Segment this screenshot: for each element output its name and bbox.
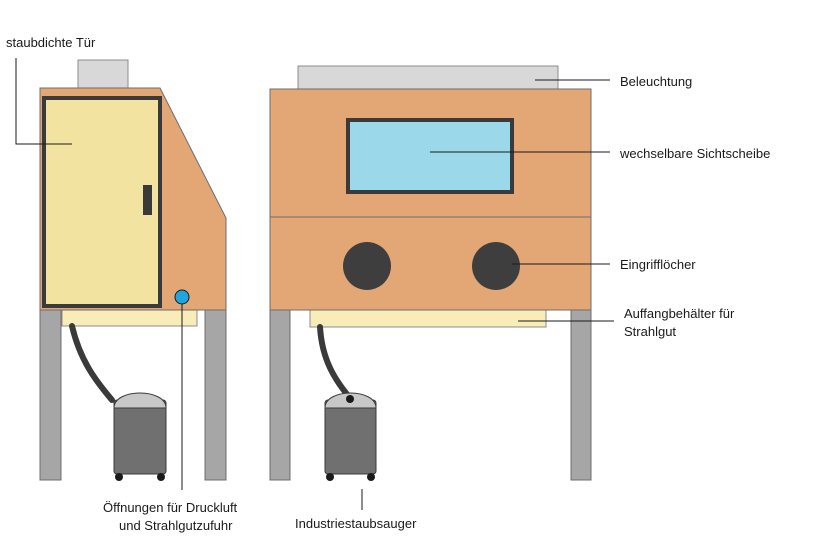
- label-openings-line2: und Strahlgutzufuhr: [119, 518, 233, 533]
- side-view: [39, 59, 227, 481]
- side-lamp-housing: [77, 59, 129, 91]
- viewing-window: [346, 118, 514, 194]
- label-glove-holes: Eingrifflöcher: [620, 257, 696, 272]
- side-vacuum-hose: [69, 323, 115, 403]
- front-leg-right: [570, 309, 592, 481]
- label-collector-line1: Auffangbehälter für: [624, 306, 735, 321]
- glove-hole-right: [472, 242, 520, 290]
- dust-tight-door: [42, 96, 162, 308]
- label-openings-line1: Öffnungen für Druckluft: [103, 500, 238, 515]
- glove-hole-left: [343, 242, 391, 290]
- door-leader: [15, 58, 72, 145]
- industrial-vacuum-cleaner: [324, 392, 377, 481]
- front-vacuum-hose: [317, 324, 353, 401]
- labels: staubdichte Tür Beleuchtung wechselbare …: [6, 35, 770, 533]
- lighting-lamp: [297, 65, 559, 90]
- front-leg-left: [269, 309, 291, 481]
- side-leg-right: [204, 309, 227, 481]
- label-door: staubdichte Tür: [6, 35, 96, 50]
- leader-lines: [15, 58, 614, 510]
- side-leg-left: [39, 309, 62, 481]
- label-window: wechselbare Sichtscheibe: [619, 146, 770, 161]
- label-lighting: Beleuchtung: [620, 74, 692, 89]
- collector-tray: [309, 307, 547, 328]
- label-vacuum: Industriestaubsauger: [295, 516, 417, 531]
- door-handle: [143, 185, 152, 215]
- side-collector-tray: [61, 307, 198, 327]
- label-collector-line2: Strahlgut: [624, 324, 676, 339]
- side-vacuum-cleaner: [113, 392, 167, 481]
- air-supply-port: [174, 289, 190, 305]
- front-view: [269, 65, 592, 481]
